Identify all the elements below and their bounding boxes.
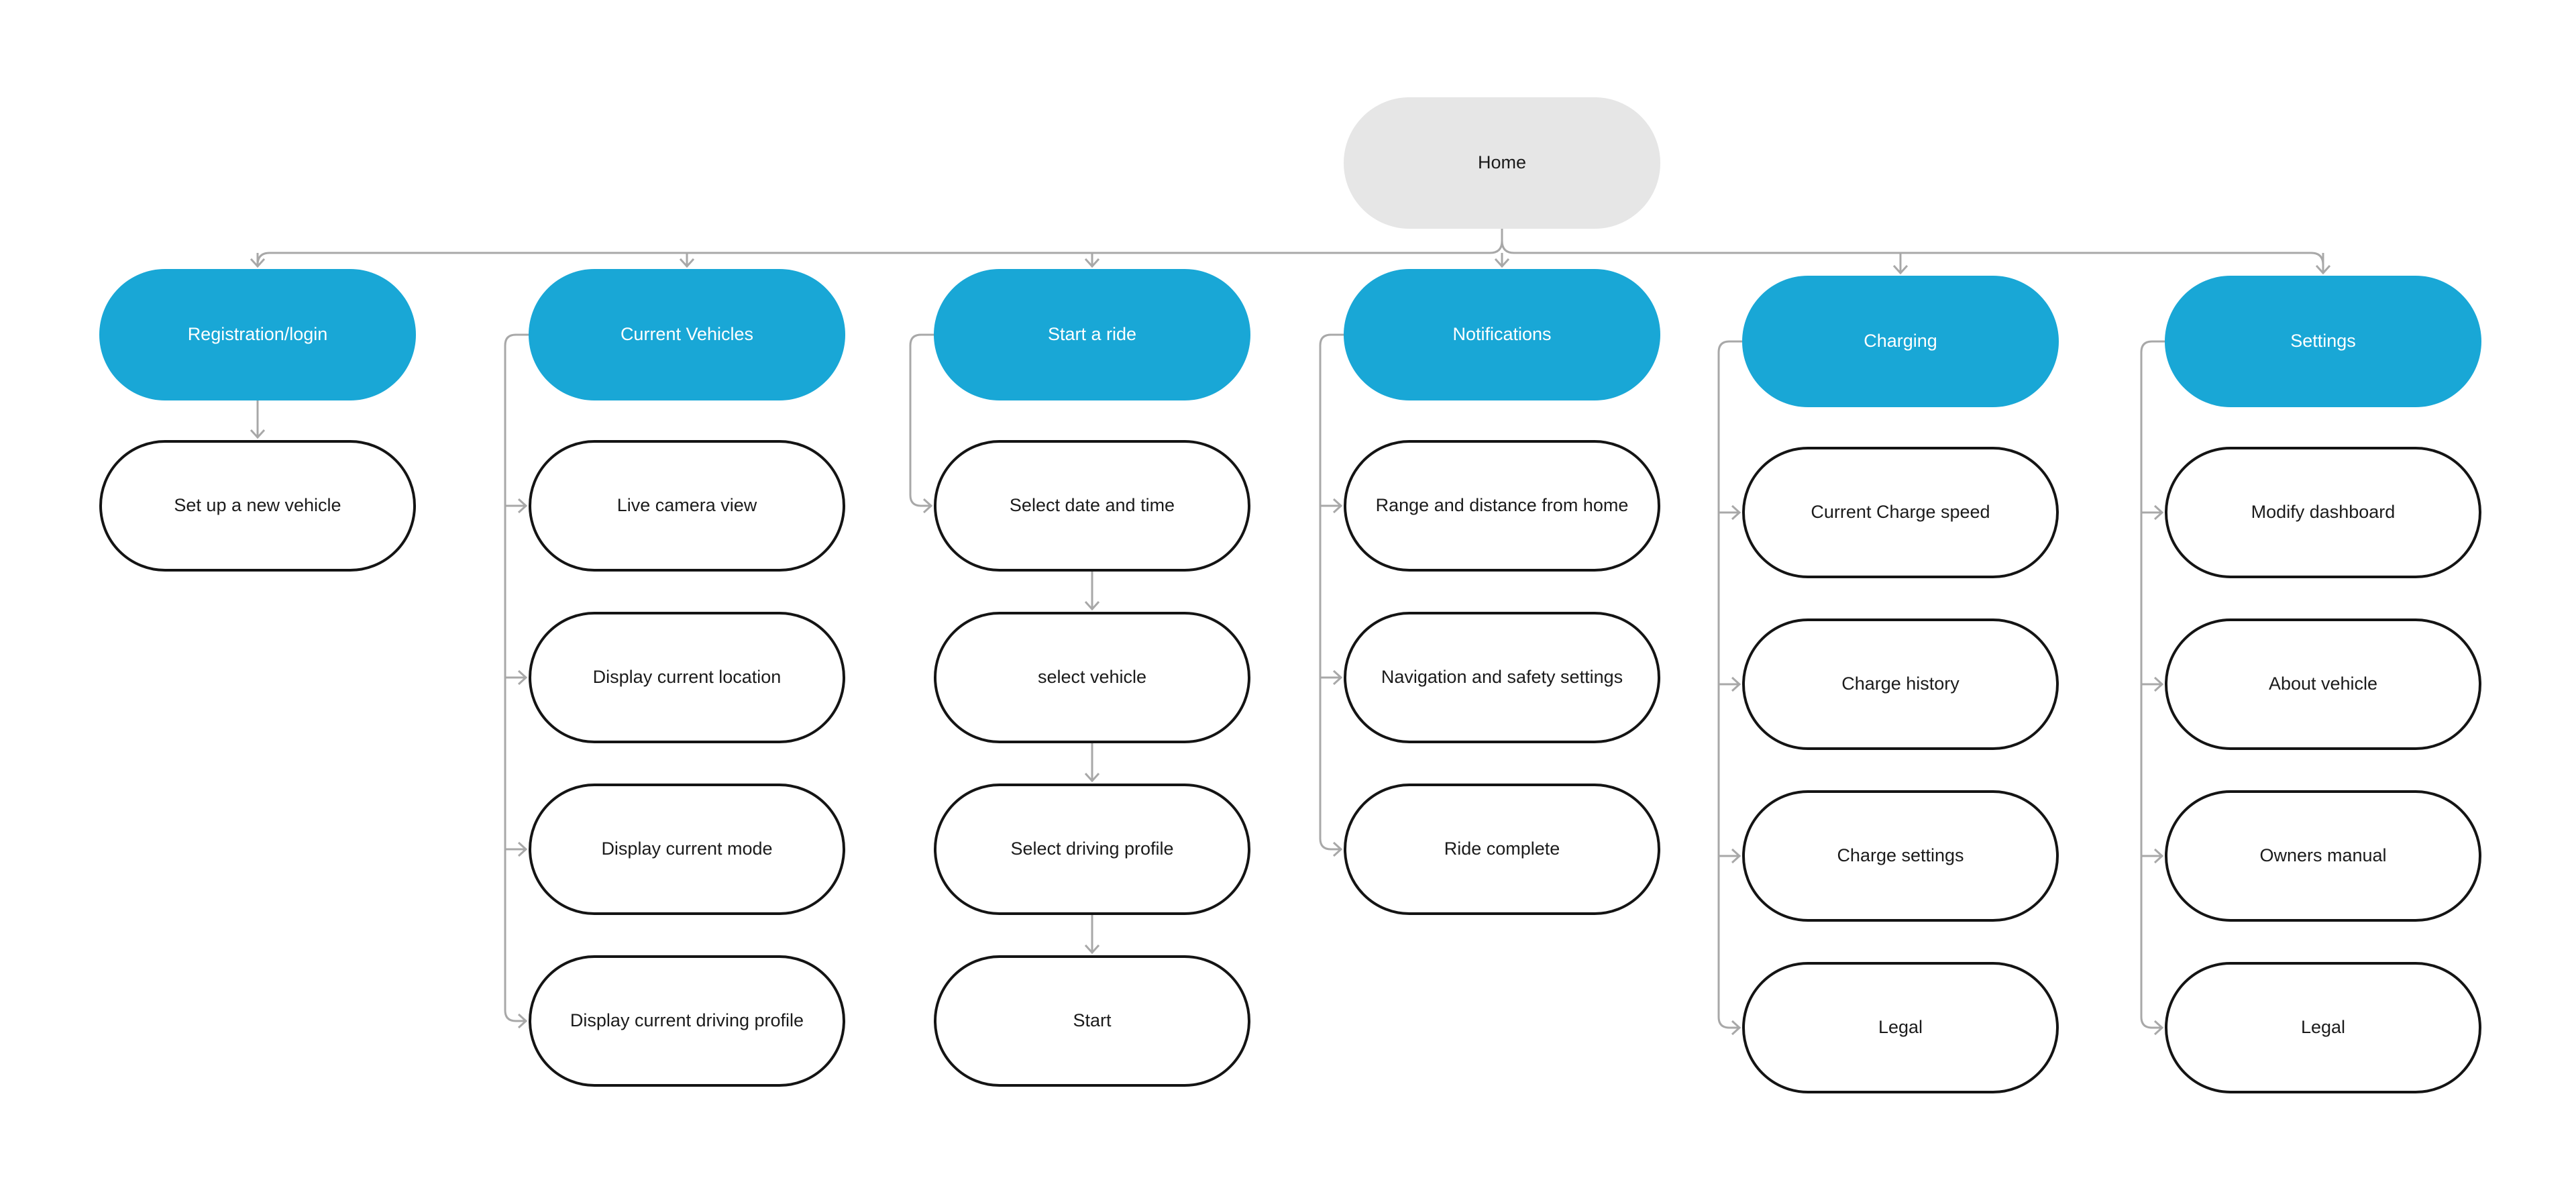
item-node: Charge settings [1742,790,2059,922]
item-node: Live camera view [529,440,845,572]
item-node: Owners manual [2165,790,2481,922]
arrow-right-icon [1731,504,1741,521]
arrow-down-icon [1494,258,1510,268]
arrow-down-icon [250,429,266,439]
bracket-line [1319,333,1344,851]
arrow-down-icon [1892,264,1909,275]
arrow-right-icon [2153,676,2164,692]
arrow-down-icon [1084,258,1100,268]
section-node: Settings [2165,276,2481,407]
arrow-right-icon [2153,504,2164,521]
item-node: select vehicle [934,612,1250,743]
arrow-right-icon [922,498,933,514]
arrow-down-icon [679,258,695,268]
bracket-line [909,333,934,507]
item-node: Range and distance from home [1344,440,1660,572]
item-node: Set up a new vehicle [99,440,416,572]
bracket-line [1717,340,1742,1029]
section-node: Notifications [1344,269,1660,400]
arrow-down-icon [1084,944,1100,955]
arrow-right-icon [2153,848,2164,864]
arrow-right-icon [2153,1020,2164,1036]
item-node: Start [934,955,1250,1087]
section-node: Charging [1742,276,2059,407]
root-node-home: Home [1344,97,1660,229]
arrow-down-icon [1084,600,1100,611]
arrow-down-icon [1084,772,1100,783]
arrow-down-icon [250,258,266,268]
arrow-right-icon [517,1013,528,1029]
arrow-right-icon [1731,676,1741,692]
arrow-right-icon [517,498,528,514]
item-node: Select date and time [934,440,1250,572]
bus-line-right [1501,240,2324,266]
arrow-right-icon [517,669,528,686]
item-node: Modify dashboard [2165,447,2481,578]
bracket-line [504,333,529,1022]
item-node: Display current driving profile [529,955,845,1087]
arrow-down-icon [2315,264,2331,275]
bus-line-left [256,240,1503,266]
arrow-right-icon [1332,669,1343,686]
item-node: Select driving profile [934,784,1250,915]
arrow-right-icon [517,841,528,857]
arrow-right-icon [1332,498,1343,514]
item-node: Charge history [1742,618,2059,750]
item-node: Current Charge speed [1742,447,2059,578]
section-node: Registration/login [99,269,416,400]
item-node: Navigation and safety settings [1344,612,1660,743]
item-node: Legal [2165,962,2481,1093]
section-node: Start a ride [934,269,1250,400]
section-node: Current Vehicles [529,269,845,400]
arrow-right-icon [1731,848,1741,864]
item-node: Display current location [529,612,845,743]
arrow-right-icon [1731,1020,1741,1036]
bracket-line [2140,340,2165,1029]
item-node: About vehicle [2165,618,2481,750]
item-node: Display current mode [529,784,845,915]
item-node: Legal [1742,962,2059,1093]
item-node: Ride complete [1344,784,1660,915]
arrow-right-icon [1332,841,1343,857]
